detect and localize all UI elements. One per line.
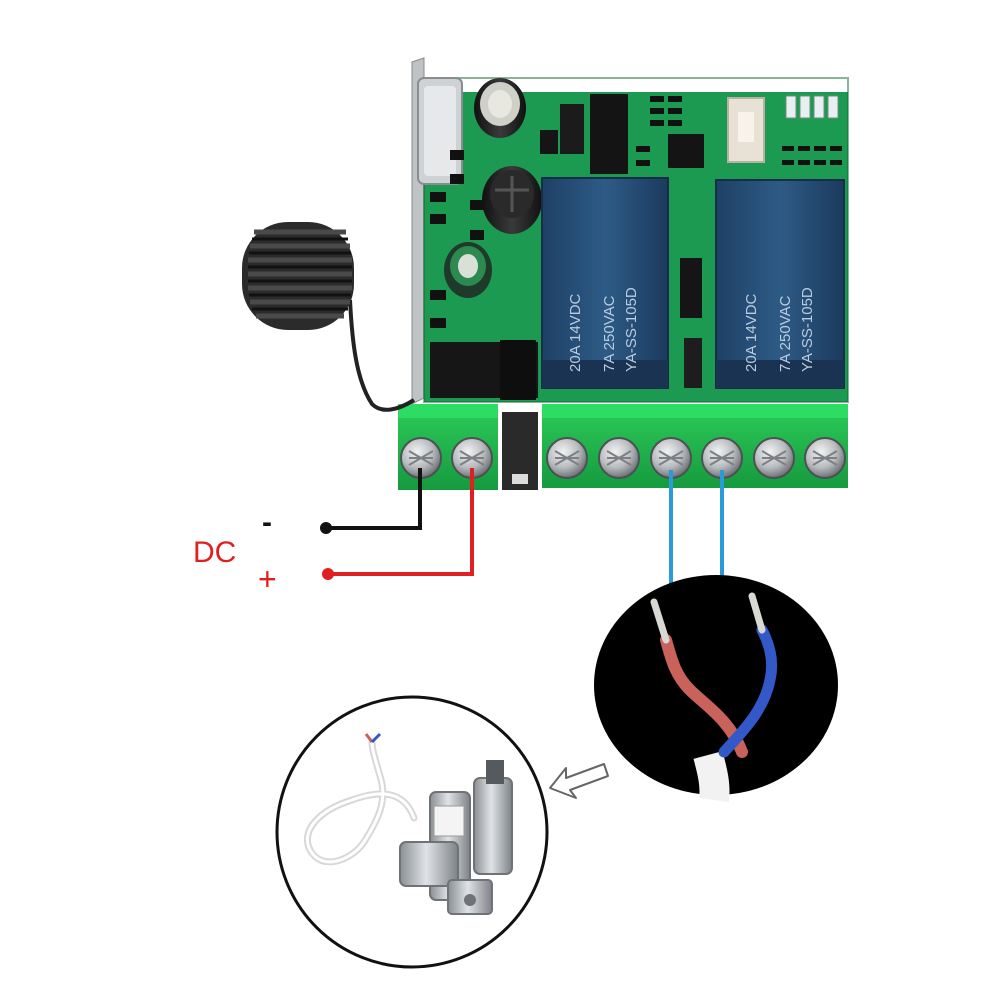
relay-1-spec-line-3: YA-SS-105D xyxy=(623,287,640,372)
relay-2: 20A 14VDC 7A 250VAC YA-SS-105D xyxy=(715,179,845,389)
linear-actuator-icon xyxy=(303,732,513,915)
ic-chip xyxy=(590,94,628,174)
wire-closeup xyxy=(594,575,838,802)
terminal-screw xyxy=(650,437,692,479)
terminal-screw xyxy=(753,437,795,479)
dc-positive-wire xyxy=(322,468,474,580)
terminal-screw xyxy=(701,437,743,479)
diode xyxy=(680,258,702,318)
negative-label: - xyxy=(262,506,272,539)
relay-2-spec-line-3: YA-SS-105D xyxy=(799,287,816,372)
capacitor xyxy=(444,242,492,298)
terminal-screw xyxy=(400,437,442,479)
relay-1: 20A 14VDC 7A 250VAC YA-SS-105D xyxy=(541,177,669,389)
terminal-screw xyxy=(804,437,846,479)
output-wires xyxy=(669,470,724,590)
relay-1-spec-line-1: 20A 14VDC xyxy=(567,293,584,372)
relay-2-spec-line-1: 20A 14VDC xyxy=(743,293,760,372)
relay-2-spec-line-2: 7A 250VAC xyxy=(777,295,794,372)
dc-negative-wire xyxy=(320,468,422,534)
relay-1-spec-line-2: 7A 250VAC xyxy=(601,295,618,372)
dc-label: DC xyxy=(193,536,237,569)
positive-label: + xyxy=(258,561,277,597)
learn-button xyxy=(727,97,765,163)
relay-terminal-block xyxy=(542,404,848,488)
receiver-board: 20A 14VDC 7A 250VAC YA-SS-105D 20A 14VDC… xyxy=(398,57,849,490)
terminal-screw xyxy=(451,437,493,479)
capacitor xyxy=(482,166,542,234)
capacitor xyxy=(474,78,526,138)
terminal-screw xyxy=(546,437,588,479)
hollow-arrow-icon xyxy=(549,763,609,799)
actuator-closeup xyxy=(275,695,549,969)
terminal-screw xyxy=(598,437,640,479)
coiled-antenna-icon xyxy=(242,222,416,412)
